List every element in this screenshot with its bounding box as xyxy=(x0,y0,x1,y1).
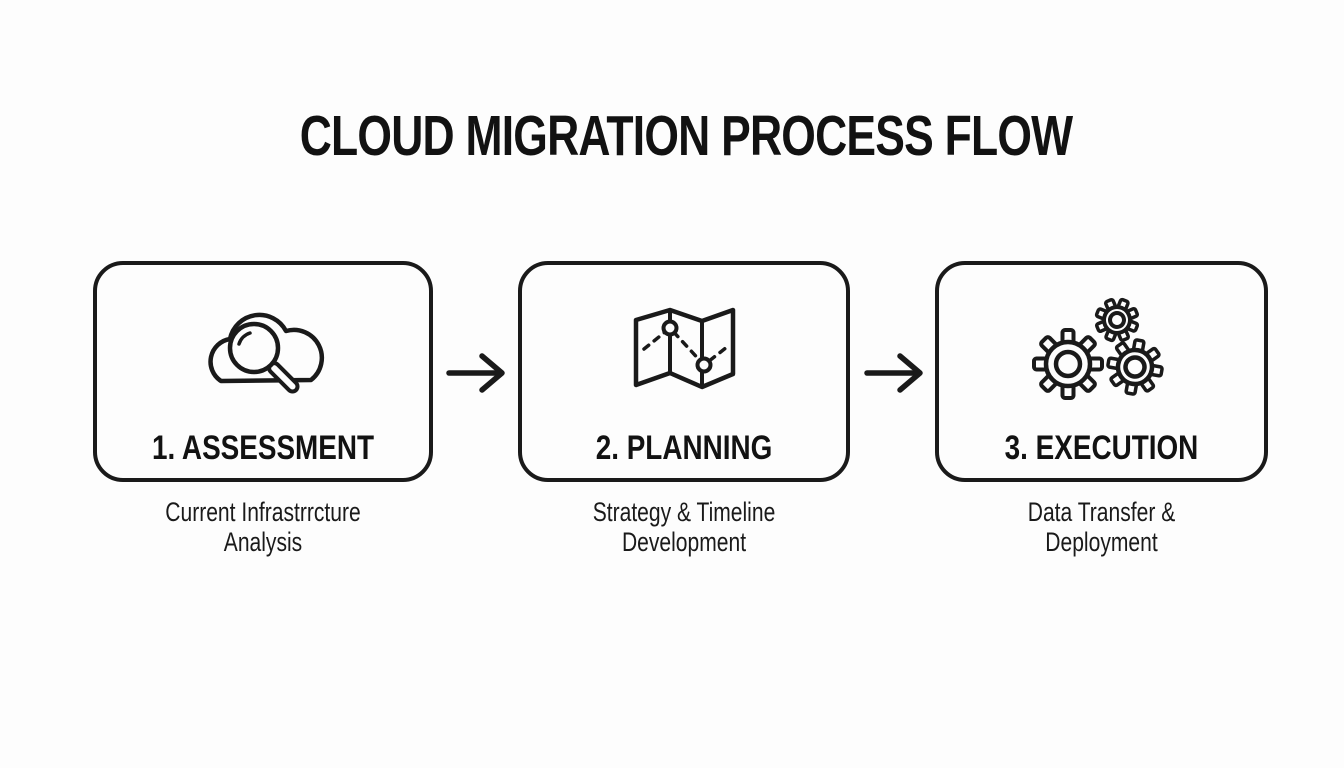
caption-line: Deployment xyxy=(1045,527,1158,557)
step-label-planning: 2. PLANNING xyxy=(595,429,773,467)
arrow-right-icon xyxy=(446,351,510,400)
step-label-execution: 3. EXECUTION xyxy=(1004,429,1199,467)
page-title: CLOUD MIGRATION PROCESS FLOW xyxy=(299,104,1073,168)
caption-line: Strategy & Timeline xyxy=(592,497,776,527)
step-caption-planning: Strategy & Timeline Development xyxy=(555,497,814,557)
arrow-right-icon xyxy=(864,351,928,400)
caption-line: Development xyxy=(621,527,747,557)
caption-line: Current Infrastrrcture xyxy=(165,497,361,527)
map-route-icon xyxy=(629,305,739,398)
step-box-assessment: 1. ASSESSMENT xyxy=(93,261,433,482)
step-caption-execution: Data Transfer & Deployment xyxy=(972,497,1232,557)
step-box-execution: 3. EXECUTION xyxy=(935,261,1268,482)
step-caption-assessment: Current Infrastrrcture Analysis xyxy=(130,497,395,557)
step-label-assessment: 1. ASSESSMENT xyxy=(151,429,375,467)
caption-line: Analysis xyxy=(223,527,303,557)
step-box-planning: 2. PLANNING xyxy=(518,261,850,482)
caption-line: Data Transfer & xyxy=(1027,497,1176,527)
gears-icon xyxy=(1027,289,1177,424)
cloud-search-icon xyxy=(188,293,338,428)
